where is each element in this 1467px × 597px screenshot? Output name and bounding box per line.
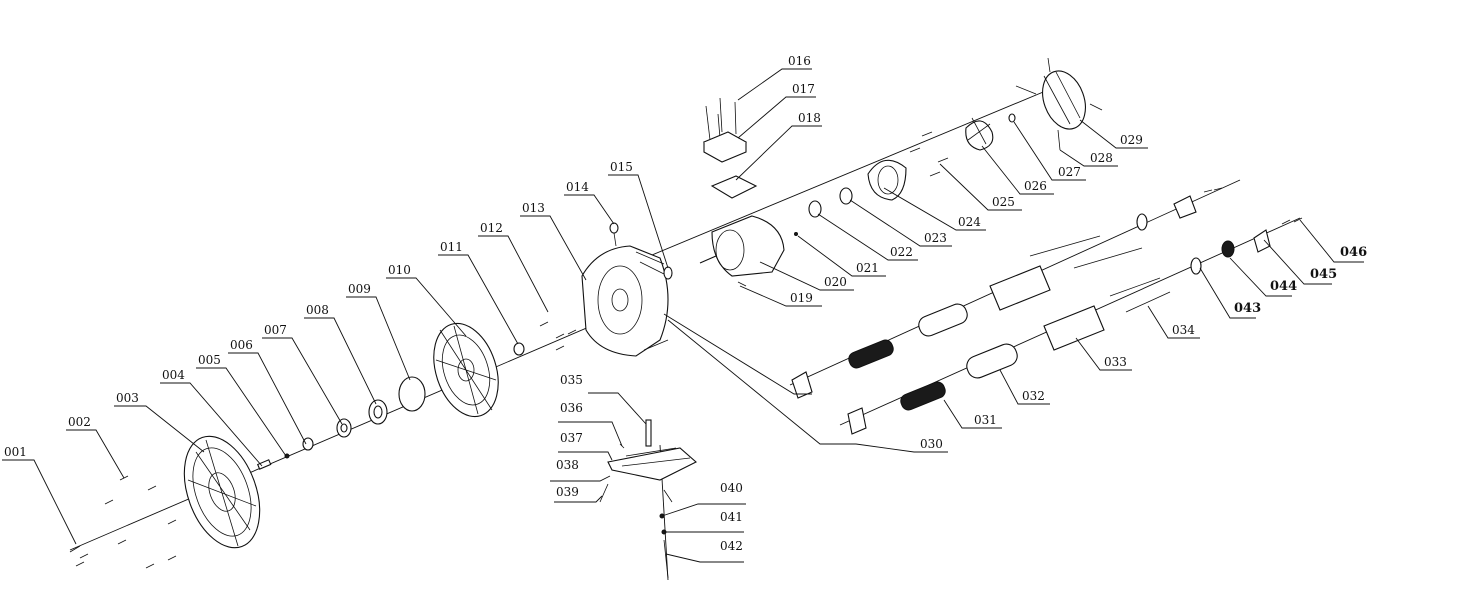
callout-034: 034 bbox=[1172, 323, 1195, 337]
callout-036: 036 bbox=[560, 401, 583, 415]
callout-045: 045 bbox=[1310, 267, 1337, 282]
callout-035: 035 bbox=[560, 373, 583, 387]
callout-039: 039 bbox=[556, 485, 579, 499]
callout-026: 026 bbox=[1024, 179, 1047, 193]
callout-004: 004 bbox=[162, 368, 185, 382]
callout-001: 001 bbox=[4, 445, 27, 459]
callout-038: 038 bbox=[556, 458, 579, 472]
callout-021: 021 bbox=[856, 261, 879, 275]
part-housing-013 bbox=[581, 245, 669, 357]
callout-025: 025 bbox=[992, 195, 1015, 209]
callout-033: 033 bbox=[1104, 355, 1127, 369]
callout-005: 005 bbox=[198, 353, 221, 367]
callout-017: 017 bbox=[792, 82, 815, 96]
part-bearing-021-022 bbox=[794, 187, 853, 236]
callout-046: 046 bbox=[1340, 245, 1367, 260]
callout-019: 019 bbox=[790, 291, 813, 305]
callout-031: 031 bbox=[974, 413, 997, 427]
callout-018: 018 bbox=[798, 111, 821, 125]
part-muffler-030-034 bbox=[791, 195, 1202, 435]
callout-006: 006 bbox=[230, 338, 253, 352]
part-end-shield-023 bbox=[867, 159, 907, 201]
callout-016: 016 bbox=[788, 54, 811, 68]
callout-014: 014 bbox=[566, 180, 589, 194]
callout-leaders bbox=[2, 68, 1364, 563]
part-screws-024-025 bbox=[909, 131, 949, 177]
part-shaft-parts-004-006 bbox=[256, 437, 314, 470]
callout-037: 037 bbox=[560, 431, 583, 445]
part-motor-019-020 bbox=[699, 215, 785, 287]
callout-022: 022 bbox=[890, 245, 913, 259]
part-bracket-035-042 bbox=[599, 419, 697, 579]
callout-010: 010 bbox=[388, 263, 411, 277]
callout-023: 023 bbox=[924, 231, 947, 245]
callout-044: 044 bbox=[1270, 279, 1297, 294]
callout-027: 027 bbox=[1058, 165, 1081, 179]
callout-008: 008 bbox=[306, 303, 329, 317]
callout-020: 020 bbox=[824, 275, 847, 289]
callout-030: 030 bbox=[920, 437, 943, 451]
callout-040: 040 bbox=[720, 481, 743, 495]
callout-015: 015 bbox=[610, 160, 633, 174]
part-washer-011-012 bbox=[513, 321, 577, 356]
callout-011: 011 bbox=[440, 240, 463, 254]
part-bearings-007-008 bbox=[336, 399, 388, 438]
callout-003: 003 bbox=[116, 391, 139, 405]
callout-009: 009 bbox=[348, 282, 371, 296]
part-screws-001-002 bbox=[69, 475, 177, 569]
part-fan-cover-003 bbox=[183, 435, 261, 549]
part-fan-026 bbox=[965, 117, 994, 151]
part-terminal-box-016-018 bbox=[702, 97, 758, 199]
part-eye-bolt-014 bbox=[609, 222, 619, 247]
callout-032: 032 bbox=[1022, 389, 1045, 403]
part-outlet-043-046 bbox=[1203, 187, 1303, 258]
part-impeller-010 bbox=[433, 322, 499, 418]
part-fan-cowl-027-029 bbox=[1008, 57, 1103, 151]
callout-024: 024 bbox=[958, 215, 981, 229]
callout-012: 012 bbox=[480, 221, 503, 235]
callout-013: 013 bbox=[522, 201, 545, 215]
callout-041: 041 bbox=[720, 510, 743, 524]
callout-043: 043 bbox=[1234, 301, 1261, 316]
part-ring-015 bbox=[663, 266, 673, 280]
callout-007: 007 bbox=[264, 323, 287, 337]
callout-029: 029 bbox=[1120, 133, 1143, 147]
callout-042: 042 bbox=[720, 539, 743, 553]
callout-028: 028 bbox=[1090, 151, 1113, 165]
part-o-ring-009 bbox=[398, 376, 426, 412]
callout-labels: 001 002 003 004 005 006 007 008 009 010 … bbox=[4, 54, 1367, 553]
callout-002: 002 bbox=[68, 415, 91, 429]
